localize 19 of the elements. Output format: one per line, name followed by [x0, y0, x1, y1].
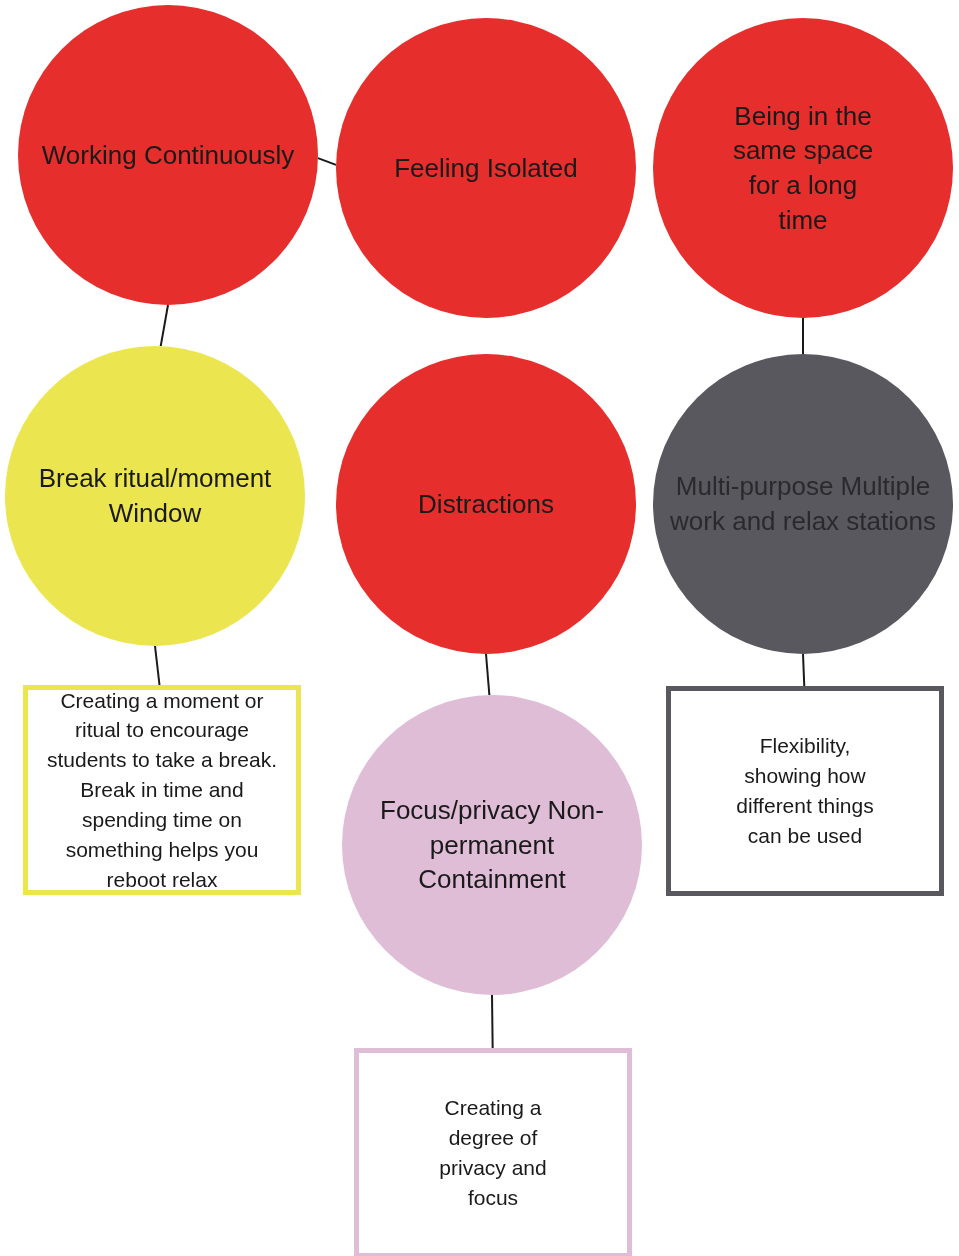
connector-line [316, 157, 338, 166]
node-label: Working Continuously [41, 138, 295, 172]
connector-line [802, 317, 804, 355]
node-label: Feeling Isolated [394, 151, 578, 185]
connector-line [154, 645, 161, 686]
node-label: Creating a moment or ritual to encourage students to take a break. Break in time and spending time on something helps you reboot relax [46, 687, 278, 893]
connector-line [485, 653, 491, 696]
node-label: Being in the same space for a long time [731, 99, 875, 237]
text-box [354, 1048, 632, 1256]
connector-line [802, 653, 806, 687]
connector-line [159, 304, 169, 348]
node-label: Focus/privacy Non-permanent Containment [379, 794, 605, 897]
node-label: Creating a degree of privacy and focus [438, 1095, 548, 1211]
text-box [23, 685, 301, 895]
text-box [666, 686, 944, 896]
node-label: Distractions [418, 487, 554, 521]
node-label: Break ritual/moment Window [37, 462, 273, 530]
connector-line [491, 994, 494, 1049]
node-label: Flexibility, showing how different things can be used [735, 733, 875, 849]
